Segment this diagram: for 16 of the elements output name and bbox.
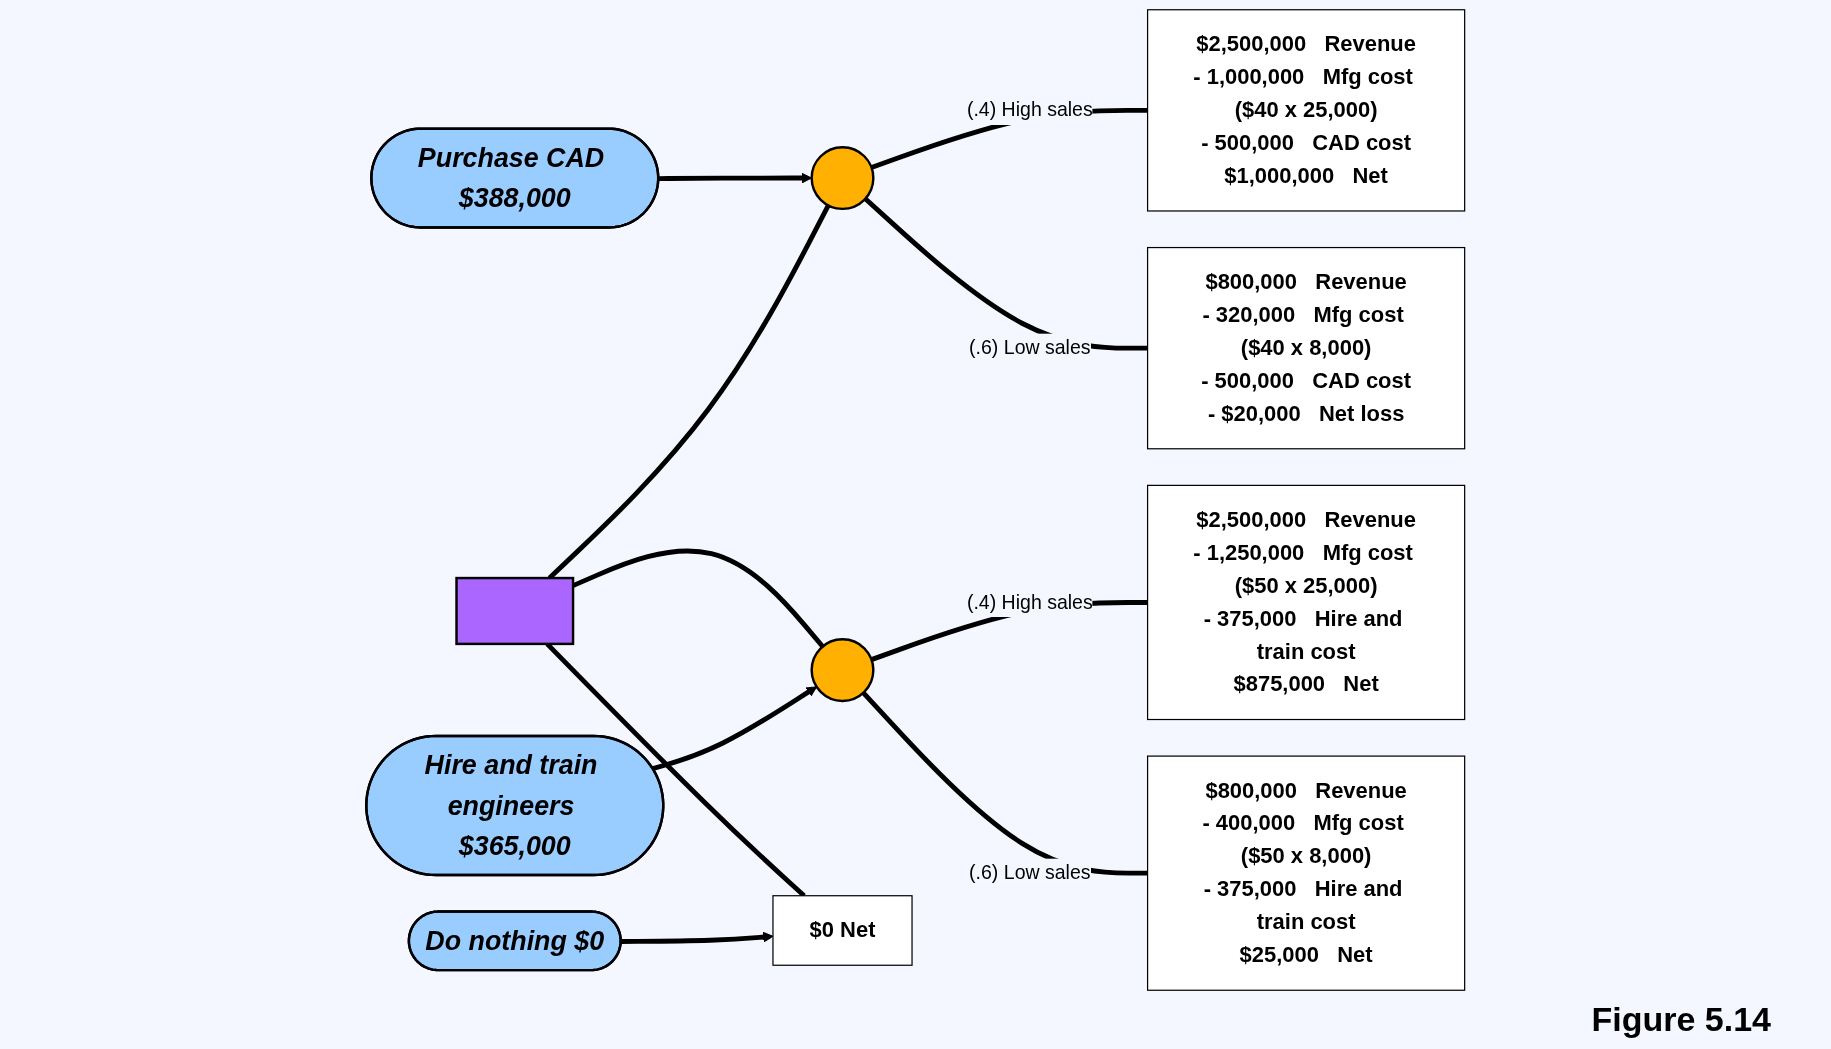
- connector: [861, 691, 1148, 876]
- node-box: $800,000 Revenue - 400,000 Mfg cost ($50 x 8,000) - 375,000 Hire and train cost $25,000 Net: [1147, 755, 1466, 991]
- connector: [863, 196, 1148, 351]
- node-box: $2,500,000 Revenue - 1,250,000 Mfg cost ($50 x 25,000) - 375,000 Hire and train cost $875,000 Net: [1147, 484, 1466, 721]
- edge-label: (.4) High sales: [966, 591, 1093, 613]
- node-box: $800,000 Revenue - 320,000 Mfg cost ($40 x 8,000) - 500,000 CAD cost - $20,000 Net loss: [1147, 246, 1466, 450]
- figure-caption: Figure 5.14: [1591, 1000, 1771, 1039]
- node-circle: [810, 638, 875, 703]
- node-box: $2,500,000 Revenue - 1,000,000 Mfg cost ($40 x 25,000) - 500,000 CAD cost $1,000,000 Net: [1147, 9, 1466, 212]
- edge-label: (.6) Low sales: [969, 337, 1091, 358]
- edge-label: (.4) High sales: [966, 99, 1093, 121]
- edge-label: (.6) Low sales: [969, 862, 1091, 883]
- node-circle: [810, 146, 875, 211]
- node-box: $0 Net: [772, 895, 913, 966]
- node-box: [455, 576, 575, 646]
- arrow: [652, 686, 818, 771]
